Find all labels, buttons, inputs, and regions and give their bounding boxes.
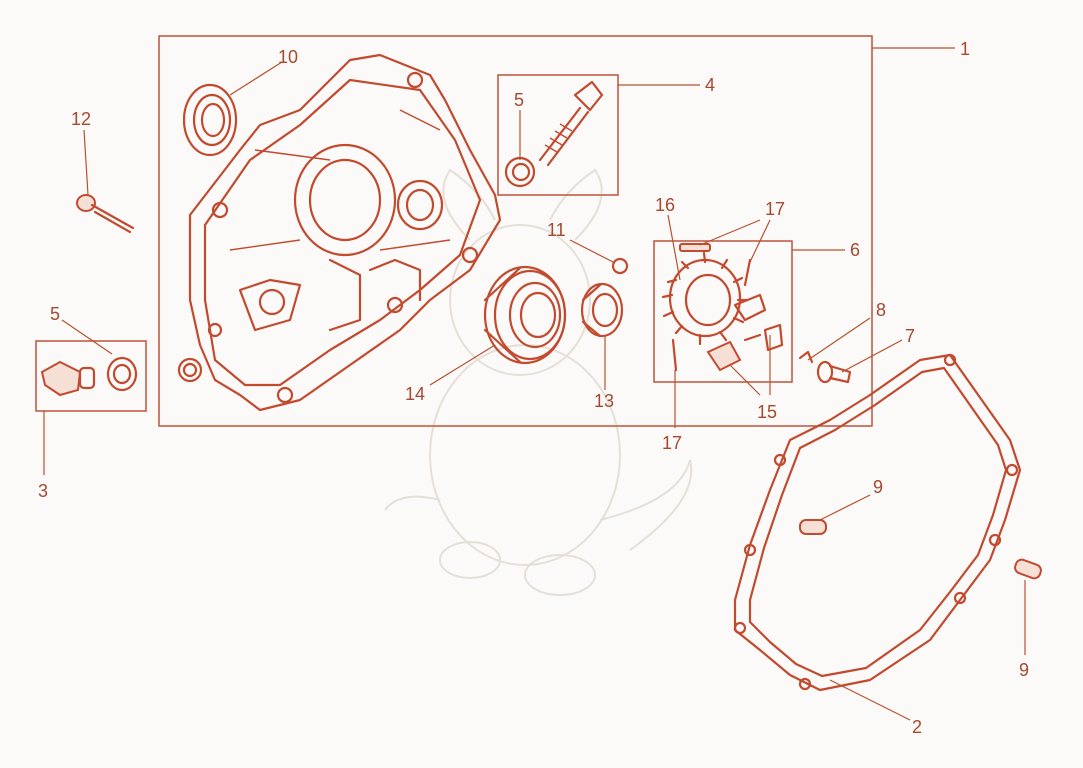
callout-17-upper: 17 <box>765 199 785 219</box>
callout-17-lower: 17 <box>662 433 682 453</box>
pin-part-vertical <box>743 258 752 287</box>
crankcase-cover-part <box>177 53 502 412</box>
callout-10: 10 <box>278 47 298 67</box>
pin-part <box>679 243 711 252</box>
callout-9-gasket: 9 <box>873 477 883 497</box>
flange-bolt-part <box>76 194 135 234</box>
clip-part <box>798 350 814 364</box>
assembly-frame-drain-plug <box>35 340 147 412</box>
callout-9-outer: 9 <box>1019 660 1029 680</box>
callout-7: 7 <box>905 326 915 346</box>
oil-seal-part <box>182 83 238 157</box>
washer-part <box>611 257 629 275</box>
callout-8: 8 <box>876 300 886 320</box>
callout-3: 3 <box>38 481 48 501</box>
ball-bearing-small-part <box>580 282 624 338</box>
dowel-pin-part <box>799 519 827 535</box>
callout-2: 2 <box>912 717 922 737</box>
drain-plug-part <box>40 356 138 397</box>
callout-5-oil-gauge: 5 <box>514 90 524 110</box>
callout-11: 11 <box>547 220 566 240</box>
callout-4: 4 <box>705 75 715 95</box>
gasket-part <box>733 353 1022 692</box>
callout-12: 12 <box>71 109 91 129</box>
flange-bolt-small-part <box>816 360 852 384</box>
callout-14: 14 <box>405 384 425 404</box>
callout-1: 1 <box>960 39 970 59</box>
dowel-pin-part-outer <box>1014 558 1042 580</box>
callout-5-drain-plug: 5 <box>50 304 60 324</box>
callout-16: 16 <box>655 195 675 215</box>
callout-15: 15 <box>757 402 777 422</box>
callout-6: 6 <box>850 240 860 260</box>
assembly-frame-oil-gauge <box>497 74 619 196</box>
assembly-frame-crankcase <box>158 35 873 427</box>
callout-labels: 1 2 3 4 5 5 6 7 8 9 9 10 11 12 13 14 15 … <box>38 39 1029 737</box>
pin-part-lower <box>671 338 678 372</box>
governor-gear-part <box>661 251 749 346</box>
watermark-mascot <box>384 168 693 596</box>
ball-bearing-large-part <box>483 265 567 365</box>
leader-lines <box>43 47 1026 721</box>
assembly-frame-governor <box>653 240 793 383</box>
governor-weight-part <box>706 293 784 372</box>
callout-13: 13 <box>594 391 614 411</box>
